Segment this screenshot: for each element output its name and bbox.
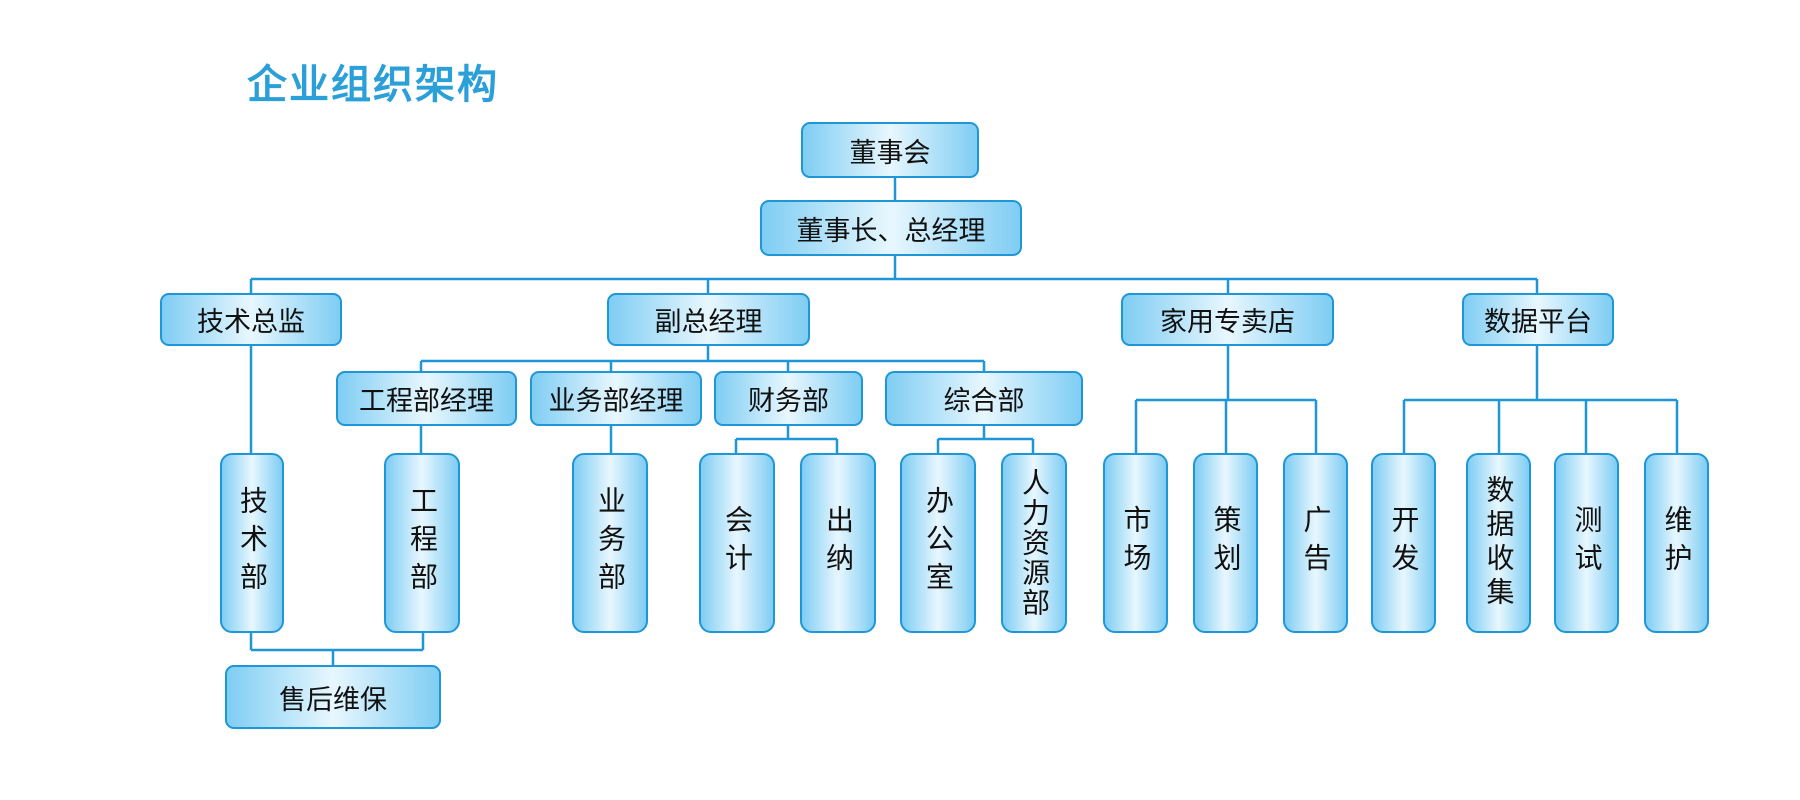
node-label: 技术总监 bbox=[197, 307, 305, 338]
node-deputy-gm: 副总经理 bbox=[607, 293, 810, 346]
connector bbox=[249, 279, 1539, 293]
node-board: 董事会 bbox=[801, 122, 979, 178]
node-label: 董事长、总经理 bbox=[796, 215, 986, 247]
node-label: 综合部 bbox=[943, 386, 1025, 417]
node-eng-dept: 工程部 bbox=[384, 453, 460, 633]
node-label: 董事会 bbox=[849, 137, 931, 169]
node-label: 技术部 bbox=[236, 486, 269, 600]
node-label: 开发 bbox=[1387, 505, 1421, 581]
node-biz-manager: 业务部经理 bbox=[530, 371, 702, 426]
node-finance-dept: 财务部 bbox=[714, 371, 863, 426]
connector bbox=[1134, 346, 1318, 453]
node-data-collection: 数据收集 bbox=[1466, 453, 1531, 633]
node-label: 策划 bbox=[1209, 505, 1243, 581]
node-general-dept: 综合部 bbox=[885, 371, 1083, 426]
node-label: 办公室 bbox=[922, 486, 955, 600]
connector bbox=[249, 633, 425, 665]
node-label: 业务部经理 bbox=[548, 386, 684, 417]
node-label: 会计 bbox=[721, 505, 754, 581]
node-chairman: 董事长、总经理 bbox=[760, 200, 1022, 256]
node-data-platform: 数据平台 bbox=[1462, 293, 1614, 346]
node-label: 市场 bbox=[1119, 505, 1153, 581]
chart-title: 企业组织架构 bbox=[247, 62, 499, 108]
node-tech-director: 技术总监 bbox=[160, 293, 342, 346]
node-label: 业务部 bbox=[594, 486, 627, 600]
node-label: 售后维保 bbox=[279, 684, 387, 716]
node-development: 开发 bbox=[1371, 453, 1436, 633]
connector bbox=[734, 426, 839, 453]
node-label: 广告 bbox=[1299, 505, 1333, 581]
node-tech-dept: 技术部 bbox=[220, 453, 284, 633]
node-label: 测试 bbox=[1570, 505, 1604, 581]
node-label: 出纳 bbox=[822, 505, 855, 581]
node-label: 家用专卖店 bbox=[1160, 307, 1295, 338]
connector bbox=[1402, 346, 1679, 453]
node-home-store: 家用专卖店 bbox=[1121, 293, 1334, 346]
node-market: 市场 bbox=[1103, 453, 1168, 633]
node-biz-dept: 业务部 bbox=[572, 453, 648, 633]
node-label: 副总经理 bbox=[654, 307, 763, 338]
node-eng-manager: 工程部经理 bbox=[336, 371, 517, 426]
node-planning: 策划 bbox=[1193, 453, 1258, 633]
node-maintenance: 维护 bbox=[1644, 453, 1709, 633]
connector bbox=[936, 426, 1035, 453]
node-label: 工程部经理 bbox=[359, 386, 494, 417]
node-cashier: 出纳 bbox=[800, 453, 876, 633]
node-label: 人力资源部 bbox=[1018, 468, 1051, 618]
connector bbox=[419, 361, 986, 371]
node-office: 办公室 bbox=[900, 453, 976, 633]
node-advertising: 广告 bbox=[1283, 453, 1348, 633]
node-label: 数据收集 bbox=[1482, 475, 1516, 611]
node-label: 数据平台 bbox=[1484, 307, 1592, 338]
node-accounting: 会计 bbox=[699, 453, 775, 633]
node-testing: 测试 bbox=[1554, 453, 1619, 633]
node-after-sales: 售后维保 bbox=[225, 665, 441, 729]
node-label: 维护 bbox=[1660, 505, 1694, 581]
node-label: 工程部 bbox=[406, 486, 439, 600]
node-hr-dept: 人力资源部 bbox=[1001, 453, 1067, 633]
node-label: 财务部 bbox=[748, 386, 829, 417]
